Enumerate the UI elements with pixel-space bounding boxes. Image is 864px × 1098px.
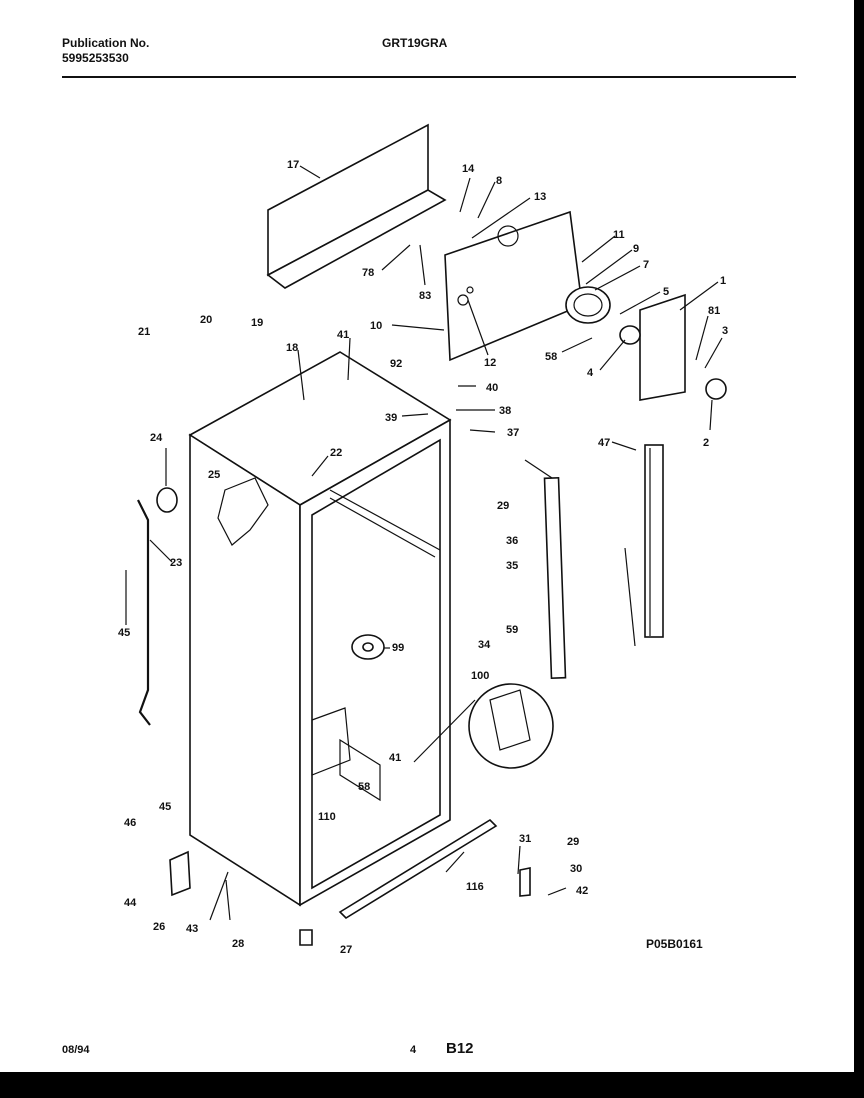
door-strips bbox=[543, 444, 664, 680]
callout-99: 99 bbox=[392, 642, 404, 654]
callout-17: 17 bbox=[287, 159, 299, 171]
callout-labels: 17 14 8 13 78 83 11 9 7 10 12 1 5 81 3 5… bbox=[118, 159, 728, 956]
callout-20: 20 bbox=[200, 314, 212, 326]
callout-35: 35 bbox=[506, 560, 518, 572]
callout-116: 116 bbox=[466, 881, 484, 893]
callout-81-top: 81 bbox=[708, 305, 720, 317]
callout-9: 9 bbox=[633, 243, 639, 255]
callout-43: 43 bbox=[186, 923, 198, 935]
callout-42: 42 bbox=[576, 885, 588, 897]
callout-8-top: 8 bbox=[496, 175, 502, 187]
bushing bbox=[156, 487, 178, 513]
callout-29-low: 29 bbox=[567, 836, 579, 848]
callout-41-low: 41 bbox=[389, 752, 401, 764]
callout-23: 23 bbox=[170, 557, 182, 569]
callout-31: 31 bbox=[519, 833, 531, 845]
fan-assembly bbox=[565, 286, 727, 401]
callout-13: 13 bbox=[534, 191, 546, 203]
callout-29-mid: 29 bbox=[497, 500, 509, 512]
hinge-bracket bbox=[519, 867, 531, 897]
callout-45-low: 45 bbox=[159, 801, 171, 813]
callout-1: 1 bbox=[720, 275, 726, 287]
detail-magnifier bbox=[413, 683, 554, 769]
callout-28: 28 bbox=[232, 938, 244, 950]
callout-24: 24 bbox=[150, 432, 163, 444]
callout-4: 4 bbox=[587, 367, 594, 379]
callout-47-right: 47 bbox=[598, 437, 610, 449]
callout-25: 25 bbox=[208, 469, 220, 481]
callout-26: 26 bbox=[153, 921, 165, 933]
footer-section: B12 bbox=[446, 1040, 474, 1057]
callout-14: 14 bbox=[462, 163, 475, 175]
callout-12: 12 bbox=[484, 357, 496, 369]
publication-label: Publication No. bbox=[62, 36, 150, 50]
callout-7: 7 bbox=[643, 259, 649, 271]
lower-hinge bbox=[169, 850, 191, 897]
diagram-code: P05B0161 bbox=[646, 937, 703, 951]
callout-11: 11 bbox=[613, 229, 625, 241]
scan-edge-bottom bbox=[0, 1072, 864, 1098]
cabinet-body bbox=[188, 351, 452, 907]
callout-58-low: 58 bbox=[358, 781, 370, 793]
callout-92: 92 bbox=[390, 358, 402, 370]
callout-58-top: 58 bbox=[545, 351, 557, 363]
footer-page: 4 bbox=[410, 1044, 417, 1056]
model-number: GRT19GRA bbox=[382, 36, 448, 50]
callout-21: 21 bbox=[138, 326, 150, 338]
callout-2: 2 bbox=[703, 437, 709, 449]
bottom-channel bbox=[338, 818, 498, 920]
leader-lines bbox=[125, 165, 723, 921]
callout-18: 18 bbox=[286, 342, 298, 354]
callout-30: 30 bbox=[570, 863, 582, 875]
footer-date: 08/94 bbox=[62, 1044, 90, 1056]
callout-40: 40 bbox=[486, 382, 498, 394]
callout-59: 59 bbox=[506, 624, 518, 636]
door-rod bbox=[137, 499, 151, 726]
publication-number: 5995253530 bbox=[62, 51, 129, 65]
leveling-leg bbox=[299, 929, 313, 946]
control-housing bbox=[444, 210, 583, 362]
callout-22: 22 bbox=[330, 447, 342, 459]
callout-83: 83 bbox=[419, 290, 431, 302]
scan-edge-right bbox=[854, 0, 864, 1098]
top-panel bbox=[266, 123, 447, 289]
callout-37: 37 bbox=[507, 427, 519, 439]
callout-110: 110 bbox=[318, 811, 336, 823]
callout-45-left: 45 bbox=[118, 627, 130, 639]
callout-36: 36 bbox=[506, 535, 518, 547]
callout-10: 10 bbox=[370, 320, 382, 332]
callout-3: 3 bbox=[722, 325, 728, 337]
callout-39: 39 bbox=[385, 412, 397, 424]
callout-27: 27 bbox=[340, 944, 352, 956]
header-rule bbox=[62, 76, 796, 78]
callout-34: 34 bbox=[478, 639, 491, 651]
callout-100: 100 bbox=[471, 670, 489, 682]
callout-44: 44 bbox=[124, 897, 137, 909]
callout-46: 46 bbox=[124, 817, 136, 829]
callout-41-top: 41 bbox=[337, 329, 349, 341]
callout-38: 38 bbox=[499, 405, 511, 417]
callout-5: 5 bbox=[663, 286, 669, 298]
callout-78: 78 bbox=[362, 267, 374, 279]
callout-19: 19 bbox=[251, 317, 263, 329]
